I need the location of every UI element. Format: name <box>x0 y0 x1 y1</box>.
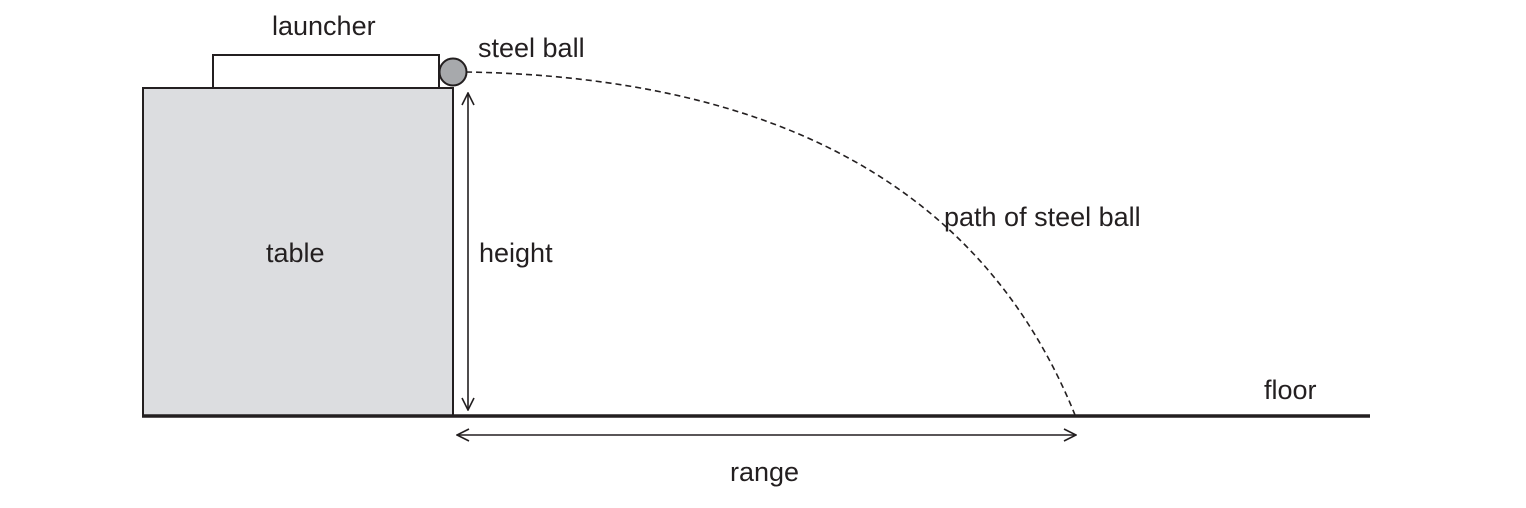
steel-ball <box>438 57 468 87</box>
steel-ball-label: steel ball <box>478 33 585 63</box>
table-label: table <box>266 238 325 268</box>
trajectory-path <box>465 71 1076 416</box>
table <box>142 87 454 417</box>
height-label: height <box>479 238 553 268</box>
path-label: path of steel ball <box>944 202 1141 232</box>
launcher <box>212 54 440 89</box>
launcher-label: launcher <box>272 11 376 41</box>
floor-label: floor <box>1264 375 1317 405</box>
range-label: range <box>730 457 800 487</box>
